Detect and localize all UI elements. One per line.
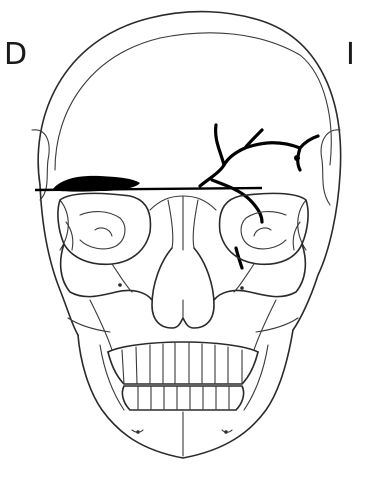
inner-vault xyxy=(55,33,331,170)
upper-teeth-dividers xyxy=(122,343,242,384)
left-orbit xyxy=(220,193,309,264)
upper-teeth xyxy=(108,342,258,352)
cranium-outline xyxy=(38,12,340,330)
lower-teeth xyxy=(122,386,243,410)
mandible xyxy=(78,330,293,458)
